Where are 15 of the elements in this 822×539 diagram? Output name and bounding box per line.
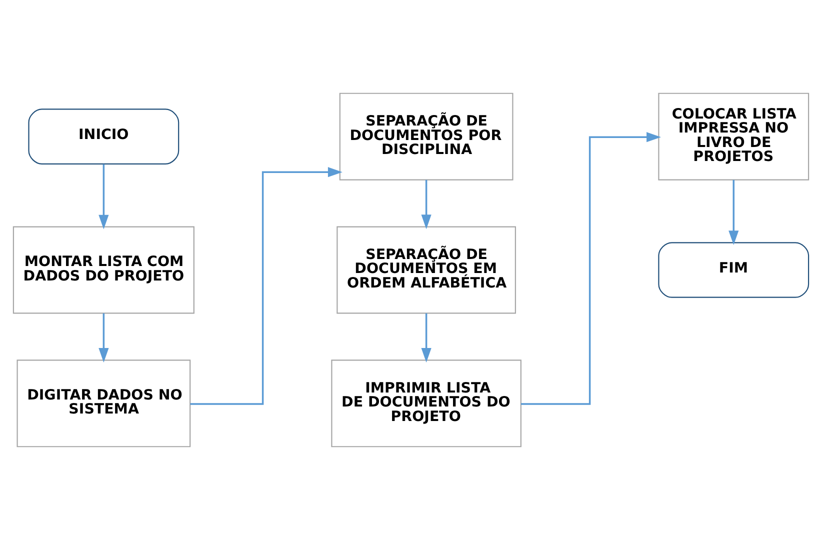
node-box: INICIO (28, 108, 180, 164)
arrow (421, 179, 432, 229)
arrow (728, 179, 739, 245)
arrow (520, 132, 661, 404)
node-box: SEPARAÇÃO DE DOCUMENTOS POR DISCIPLINA (339, 92, 514, 180)
arrow (421, 312, 432, 362)
node-box: SEPARAÇÃO DE DOCUMENTOS EM ORDEM ALFABÉTICA (336, 226, 516, 314)
node-box: COLOCAR LISTA IMPRESSA NO LIVRO DE PROJETOS (658, 92, 810, 180)
arrow (98, 312, 109, 362)
arrow (98, 164, 109, 229)
arrow (190, 166, 342, 404)
node-box: FIM (658, 242, 810, 298)
node-box: IMPRIMIR LISTA DE DOCUMENTOS DO PROJETO (331, 359, 522, 447)
node-box: DIGITAR DADOS NO SISTEMA (16, 359, 191, 447)
node-box: MONTAR LISTA COM DADOS DO PROJETO (12, 226, 194, 314)
